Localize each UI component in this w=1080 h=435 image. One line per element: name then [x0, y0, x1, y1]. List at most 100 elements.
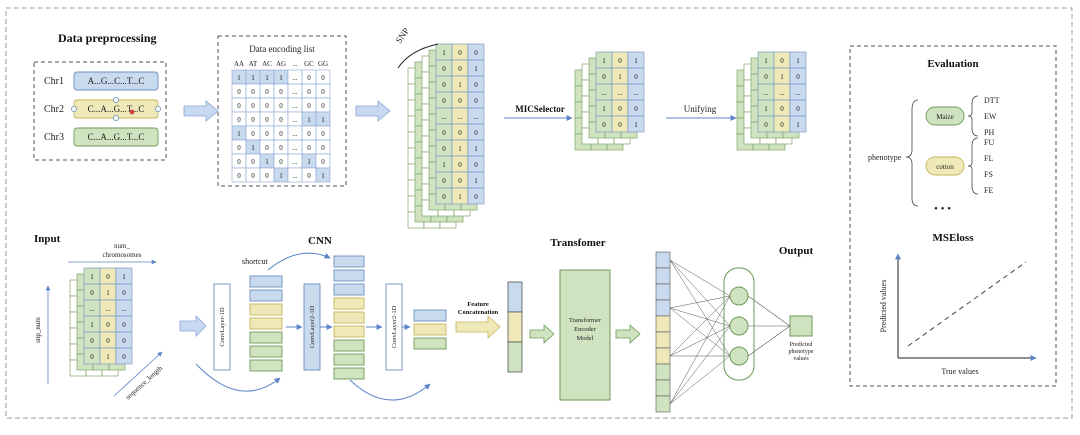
matrix-cell-value: 0 [474, 49, 478, 57]
cnn-feature-column-3 [413, 309, 447, 350]
conv-layer-1 [213, 283, 231, 371]
matrix-cell-value: 0 [458, 49, 462, 57]
matrix-cell-value: 0 [442, 81, 446, 89]
encoding-cell-value: 0 [279, 88, 283, 96]
pred-label-2: phenotype [789, 349, 814, 355]
feature-bar [249, 317, 283, 330]
input-top-label-2: chromosomes [103, 251, 142, 259]
trait-label: FE [984, 186, 993, 195]
feature-concat-label-2: Concatenation [458, 309, 499, 316]
connection-line [669, 295, 731, 309]
feature-concat-arrow [455, 315, 501, 339]
connection-line [669, 295, 731, 405]
matrix-cell-value: 0 [458, 65, 462, 73]
connection-line [669, 307, 731, 357]
output-vector-cell [655, 331, 671, 349]
encoding-cell-value: 0 [265, 116, 269, 124]
matrix-cell-value: 1 [106, 353, 110, 361]
loss-ylabel: Predicted values [879, 280, 888, 333]
snp-brace [397, 43, 439, 69]
encoding-cell-value: 0 [307, 172, 311, 180]
matrix-cell-value: 1 [474, 145, 478, 153]
arrow-encoding-to-snp [355, 100, 391, 122]
matrix-cell-value: 1 [634, 57, 638, 65]
feature-bar [413, 323, 447, 336]
encoding-cell-value: 0 [321, 88, 325, 96]
feature-concat-label-1: Feature [467, 301, 489, 308]
encoding-cell-value: 0 [251, 158, 255, 166]
snp-marker [129, 109, 135, 115]
encoding-cell-value: 0 [251, 172, 255, 180]
selection-handle [113, 97, 120, 104]
predicted-value-box [789, 315, 813, 337]
evaluation-title: Evaluation [927, 58, 978, 70]
cnn-feature-column-2 [333, 255, 365, 380]
connection-line [669, 259, 731, 297]
selection-handle [113, 115, 120, 122]
matrix-cell-value: 0 [122, 337, 126, 345]
connection-line [669, 259, 731, 327]
matrix-cell-value: 0 [122, 353, 126, 361]
matrix-cell-value: 0 [602, 73, 606, 81]
encoding-cell-value: 0 [279, 116, 283, 124]
unify-label: Unifying [684, 104, 717, 114]
matrix-cell-value: 0 [634, 73, 638, 81]
matrix-cell-value: 0 [474, 97, 478, 105]
matrix-cell-value: 0 [796, 105, 800, 113]
conv-layer-3-label: ConvLayer2-1D [391, 305, 398, 348]
matrix-cell-value: 0 [634, 105, 638, 113]
encoding-cell-value: 0 [321, 102, 325, 110]
encoding-cell-value: 0 [321, 130, 325, 138]
encoding-cell-value: ... [292, 158, 298, 166]
phenotype-label: phenotype [868, 153, 902, 162]
encoding-cell-value: 0 [237, 144, 241, 152]
matrix-cell-value: 0 [780, 121, 784, 129]
encoding-cell-value: 0 [265, 144, 269, 152]
matrix-cell-value: 0 [764, 73, 768, 81]
shortcut-label: shortcut [242, 257, 269, 266]
pred-label-3: values [793, 356, 809, 362]
encoding-cell-value: 0 [237, 88, 241, 96]
matrix-cell [115, 347, 133, 365]
crop-pill [925, 156, 965, 176]
feature-bar [333, 353, 365, 366]
cnn-title: CNN [308, 235, 332, 247]
encoding-cell-value: 0 [251, 130, 255, 138]
encoding-cell-value: ... [292, 144, 298, 152]
hidden-layer-box [723, 267, 755, 381]
matrix-cell-value: 0 [90, 353, 94, 361]
encoding-cell-value: 0 [307, 102, 311, 110]
shortcut-arrow [267, 252, 331, 271]
matrix-cell-value: 0 [106, 321, 110, 329]
matrix-cell-value: 0 [474, 129, 478, 137]
encoding-cell-value: 1 [279, 172, 283, 180]
chromosome-sequence-box [73, 71, 159, 91]
encoding-cell-value: 0 [321, 144, 325, 152]
matrix-cell-value: 1 [90, 321, 94, 329]
connection-line [669, 355, 731, 405]
encoding-cell-value: ... [292, 74, 298, 82]
matrix-cell-value: ... [763, 89, 769, 97]
crop-name: Maize [936, 113, 954, 121]
matrix-cell-value: 0 [122, 289, 126, 297]
encoding-header: AT [249, 60, 258, 68]
encoding-cell-value: 1 [237, 130, 241, 138]
output-vector-cell [655, 283, 671, 301]
encoding-cell-value: 1 [251, 74, 255, 82]
phenotype-brace [905, 99, 919, 207]
trait-label: PH [984, 128, 994, 137]
encoding-cell-value: 0 [307, 144, 311, 152]
encoding-cell-value: 1 [265, 158, 269, 166]
encoding-cell-value: 1 [279, 74, 283, 82]
matrix-cell-value: 0 [474, 193, 478, 201]
matrix-cell-value: 0 [764, 121, 768, 129]
evaluation-box [849, 45, 1057, 387]
output-vector-cell [655, 379, 671, 397]
encoding-cell-value: 1 [321, 172, 325, 180]
matrix-cell-value: 0 [780, 57, 784, 65]
matrix-cell-value: 0 [442, 177, 446, 185]
